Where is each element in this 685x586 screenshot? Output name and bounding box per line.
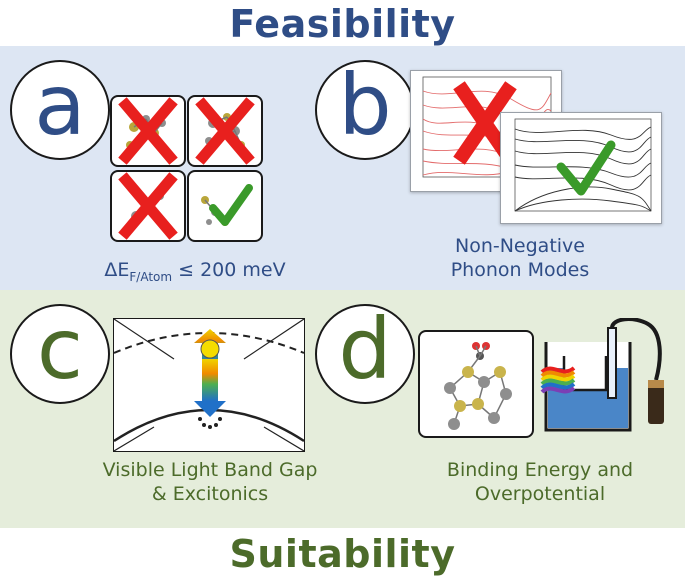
structure-tile-2: [187, 95, 263, 167]
structure-tile-3: [110, 170, 186, 242]
hole-icon: [198, 417, 222, 429]
red-x-icon: [118, 172, 178, 240]
panel-c-label: c: [10, 304, 110, 404]
phonon-plot-stable: [500, 112, 662, 224]
suitability-title: Suitability: [229, 532, 456, 576]
panel-b-label: b: [315, 60, 415, 160]
adsorbate-structure-tile: [418, 330, 534, 438]
wire: [610, 318, 662, 381]
panel-d-label: d: [315, 304, 415, 404]
adsorbate-molecule-icon: [472, 342, 490, 360]
green-check-icon: [209, 184, 253, 226]
electrochemical-cell-icon: [540, 318, 664, 432]
panel-d-caption: Binding Energy and Overpotential: [446, 459, 634, 505]
slab-structure-icon: [444, 355, 512, 430]
electron-icon: [200, 339, 220, 359]
electrode-tube: [607, 327, 617, 399]
feasibility-title: Feasibility: [229, 2, 456, 46]
structure-tile-1: [110, 95, 186, 167]
band-gap-diagram: [113, 318, 305, 452]
panel-b-caption: Non-Negative Phonon Modes: [450, 235, 590, 281]
panel-c-caption: Visible Light Band Gap & Excitonics: [102, 459, 318, 505]
reference-electrode: [648, 380, 664, 424]
rainbow-light-icon: [540, 366, 576, 394]
red-x-icon: [118, 97, 178, 165]
excitation-arrow-icon: [194, 329, 226, 417]
structure-tile-4: [187, 170, 263, 242]
red-x-icon: [195, 97, 255, 165]
panel-a-label: a: [10, 60, 110, 160]
panel-a-caption: ΔEF/Atom ≤ 200 meV: [104, 259, 286, 284]
green-check-icon: [556, 140, 616, 196]
